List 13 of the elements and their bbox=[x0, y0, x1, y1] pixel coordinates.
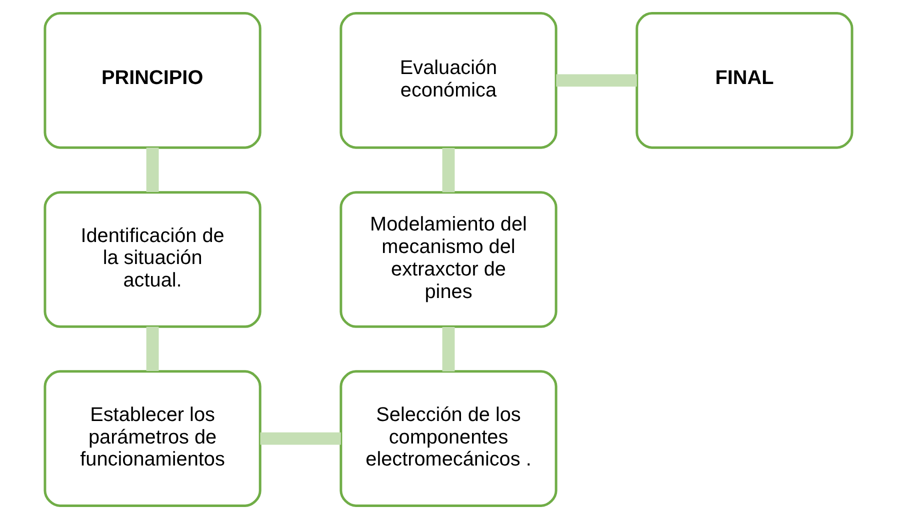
connector bbox=[146, 326, 159, 371]
connector bbox=[442, 148, 455, 192]
node-box: Identificación de la situación actual. bbox=[44, 191, 262, 328]
node-box: PRINCIPIO bbox=[44, 12, 262, 149]
node-box: Establecer los parámetros de funcionamientos bbox=[44, 370, 262, 507]
node-box: FINAL bbox=[636, 12, 854, 149]
connector bbox=[442, 327, 455, 372]
connector bbox=[556, 74, 637, 87]
connector bbox=[260, 432, 341, 445]
node-box: Modelamiento del mecanismo del extraxctor de pines bbox=[340, 191, 558, 328]
node-box: Evaluación económica bbox=[340, 12, 558, 149]
connector bbox=[146, 148, 159, 192]
node-box: Selección de los componentes electromecánicos . bbox=[340, 370, 558, 507]
